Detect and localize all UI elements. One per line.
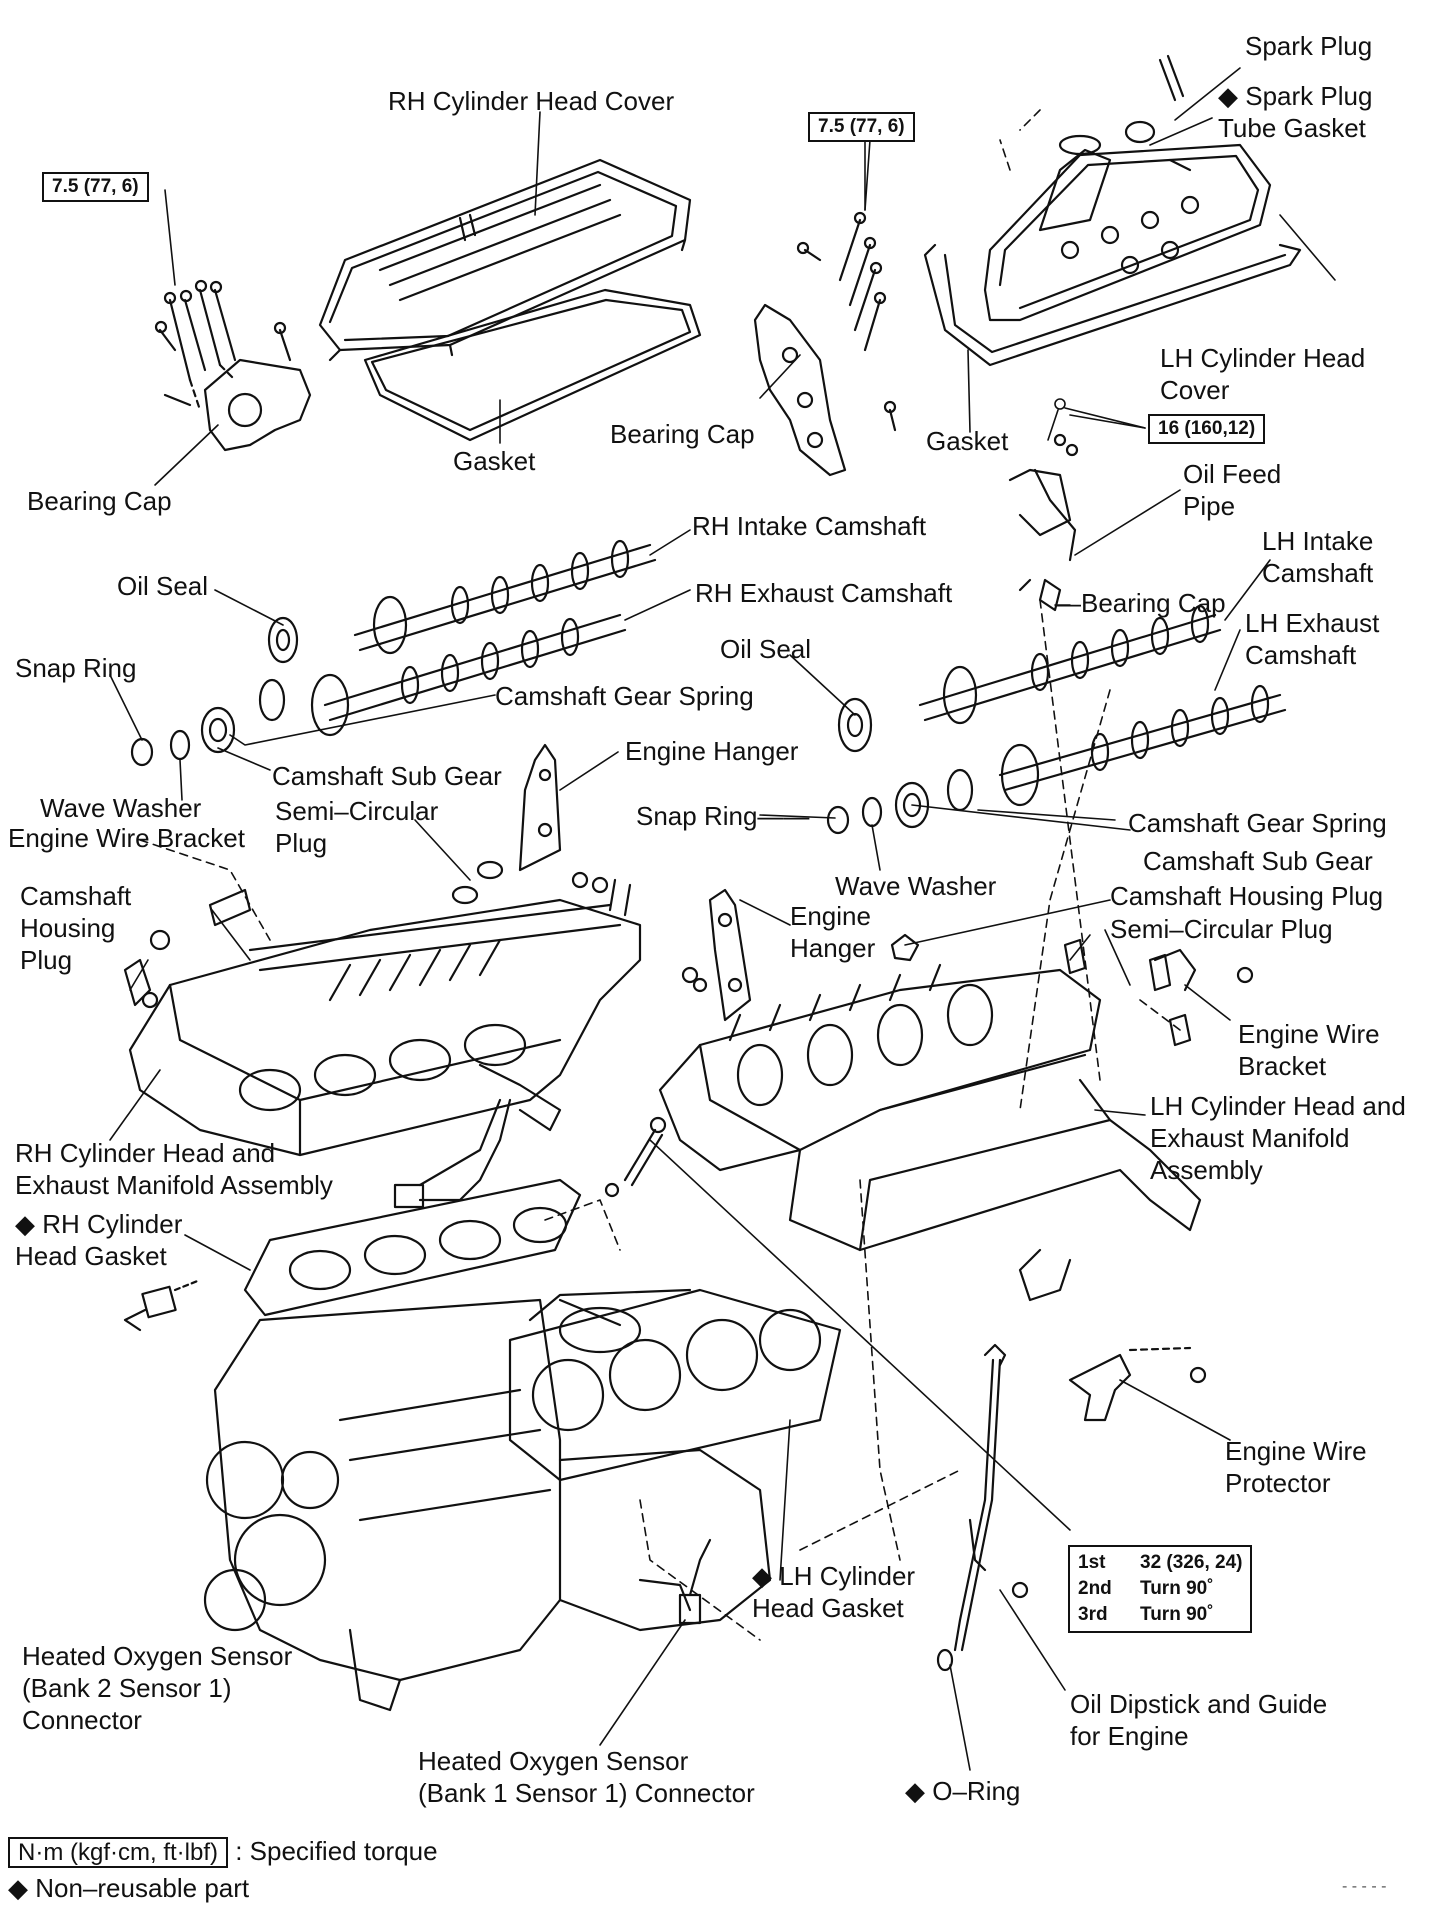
label-lh-head-assembly: LH Cylinder Head and Exhaust Manifold As… (1150, 1091, 1406, 1185)
label-rh-exhaust-camshaft: RH Exhaust Camshaft (695, 578, 953, 608)
label-camshaft-housing-plug-rh: Camshaft Housing Plug (20, 881, 132, 975)
lh-cover-gasket-drawing (923, 243, 1302, 367)
non-reusable-diamond: ◆ (1218, 81, 1238, 111)
label-engine-wire-bracket-right: Engine Wire Bracket (1238, 1019, 1380, 1081)
torque-spec-left: 7.5 (77, 6) (42, 172, 149, 202)
label-lh-exhaust-camshaft: LH Exhaust Camshaft (1245, 608, 1380, 670)
legend-torque: N·m (kgf·cm, ft·lbf) : Specified torque (8, 1835, 438, 1869)
torque-leader-16 (1047, 398, 1146, 441)
label-rh-head-assembly: RH Cylinder Head and Exhaust Manifold As… (15, 1138, 333, 1200)
label-bearing-cap-center: Bearing Cap (610, 419, 755, 449)
label-oil-dipstick: Oil Dipstick and Guide for Engine (1070, 1689, 1328, 1751)
center-bearing-cap-drawing (753, 139, 897, 477)
label-ho2s-bank1: Heated Oxygen Sensor (Bank 1 Sensor 1) C… (418, 1746, 755, 1808)
label-snap-ring-right: Snap Ring—— (636, 801, 810, 831)
dashed-assembly-lines (139, 109, 1181, 1641)
label-semi-circular-plug-lh: Semi–Circular Plug (1110, 914, 1333, 944)
engine-block-drawing (203, 1288, 772, 1712)
legend-torque-desc: : Specified torque (235, 1836, 438, 1866)
label-lh-cylinder-head-cover: LH Cylinder Head Cover (1160, 343, 1366, 405)
rh-head-gasket-drawing (243, 1178, 582, 1317)
rh-intake-camshaft-drawing (353, 539, 657, 655)
rh-cylinder-head-cover-drawing (318, 158, 692, 362)
label-semi-circular-plug-rh: Semi–Circular Plug (275, 796, 439, 858)
label-camshaft-sub-gear-lh: Camshaft Sub Gear (1143, 846, 1373, 876)
small-parts-drawing (123, 158, 1254, 1047)
label-o-ring: ◆ O–Ring (905, 1776, 1021, 1806)
lh-cylinder-head-cover-drawing (983, 54, 1272, 322)
label-oil-feed-pipe: Oil Feed Pipe (1183, 459, 1282, 521)
oxygen-sensor-connectors-drawing (123, 1098, 712, 1625)
label-camshaft-housing-plug-lh: Camshaft Housing Plug (1110, 881, 1384, 911)
label-ho2s-bank2: Heated Oxygen Sensor (Bank 2 Sensor 1) C… (22, 1641, 293, 1735)
label-snap-ring-left: Snap Ring (15, 653, 137, 683)
oil-feed-pipe-drawing (1008, 433, 1079, 612)
engine-wire-protector-drawing (1068, 1346, 1207, 1422)
footer-marks: - - - - - (1342, 1878, 1387, 1895)
rh-exhaust-camshaft-drawing (310, 613, 627, 737)
label-camshaft-gear-spring-rh: Camshaft Gear Spring (495, 681, 754, 711)
label-engine-wire-protector: Engine Wire Protector (1225, 1436, 1367, 1498)
label-oil-seal-left: Oil Seal (117, 571, 209, 601)
lh-intake-camshaft-drawing (918, 604, 1222, 725)
non-reusable-diamond: ◆ (752, 1561, 772, 1591)
rh-seals-rings-drawing (130, 616, 299, 767)
label-gasket-lh: Gasket (926, 426, 1009, 456)
rh-cylinder-head-drawing (128, 878, 642, 1202)
label-bearing-cap-right: —Bearing Cap (1055, 588, 1226, 618)
left-bearing-cap-drawing (154, 279, 312, 452)
label-lh-cylinder-head-gasket: ◆ LH Cylinder Head Gasket (752, 1561, 916, 1623)
label-wave-washer-right: Wave Washer (835, 871, 997, 901)
label-engine-wire-bracket-left: Engine Wire Bracket (8, 823, 245, 853)
lh-cylinder-head-drawing (658, 963, 1202, 1302)
oil-dipstick-drawing (936, 1343, 1029, 1672)
label-engine-hanger-mid: Engine Hanger (790, 901, 876, 963)
torque-spec-oil-pipe: 16 (160,12) (1148, 414, 1266, 444)
label-lh-intake-camshaft: LH Intake Camshaft (1262, 526, 1374, 588)
lh-exhaust-camshaft-drawing (998, 684, 1287, 807)
label-oil-seal-right: Oil Seal (720, 634, 812, 664)
non-reusable-diamond: ◆ (8, 1873, 28, 1903)
label-bearing-cap-left: Bearing Cap (27, 486, 172, 516)
lh-head-gasket-drawing (508, 1288, 842, 1482)
label-rh-intake-camshaft: RH Intake Camshaft (692, 511, 927, 541)
label-camshaft-sub-gear-rh: Camshaft Sub Gear (272, 761, 502, 791)
label-gasket-rh: Gasket (453, 446, 536, 476)
leader-lines (109, 67, 1336, 1771)
head-bolt-drawing (604, 1116, 667, 1198)
label-spark-plug-tube-gasket: ◆ Spark Plug Tube Gasket (1218, 81, 1373, 143)
non-reusable-diamond: ◆ (905, 1776, 925, 1806)
legend-non-reusable: ◆ Non–reusable part (8, 1873, 250, 1903)
torque-spec-center: 7.5 (77, 6) (808, 112, 915, 142)
label-camshaft-gear-spring-lh: Camshaft Gear Spring (1128, 808, 1387, 838)
engine-hangers-drawing (518, 743, 752, 1022)
legend-torque-unit-box: N·m (kgf·cm, ft·lbf) (8, 1837, 228, 1868)
label-spark-plug: Spark Plug (1245, 31, 1373, 61)
label-rh-cylinder-head-gasket: ◆ RH Cylinder Head Gasket (15, 1209, 183, 1271)
label-rh-cylinder-head-cover: RH Cylinder Head Cover (388, 86, 675, 116)
label-wave-washer-left: Wave Washer (40, 793, 202, 823)
non-reusable-diamond: ◆ (15, 1209, 35, 1239)
label-engine-hanger-top: Engine Hanger (625, 736, 799, 766)
rh-cover-gasket-drawing (363, 288, 702, 442)
